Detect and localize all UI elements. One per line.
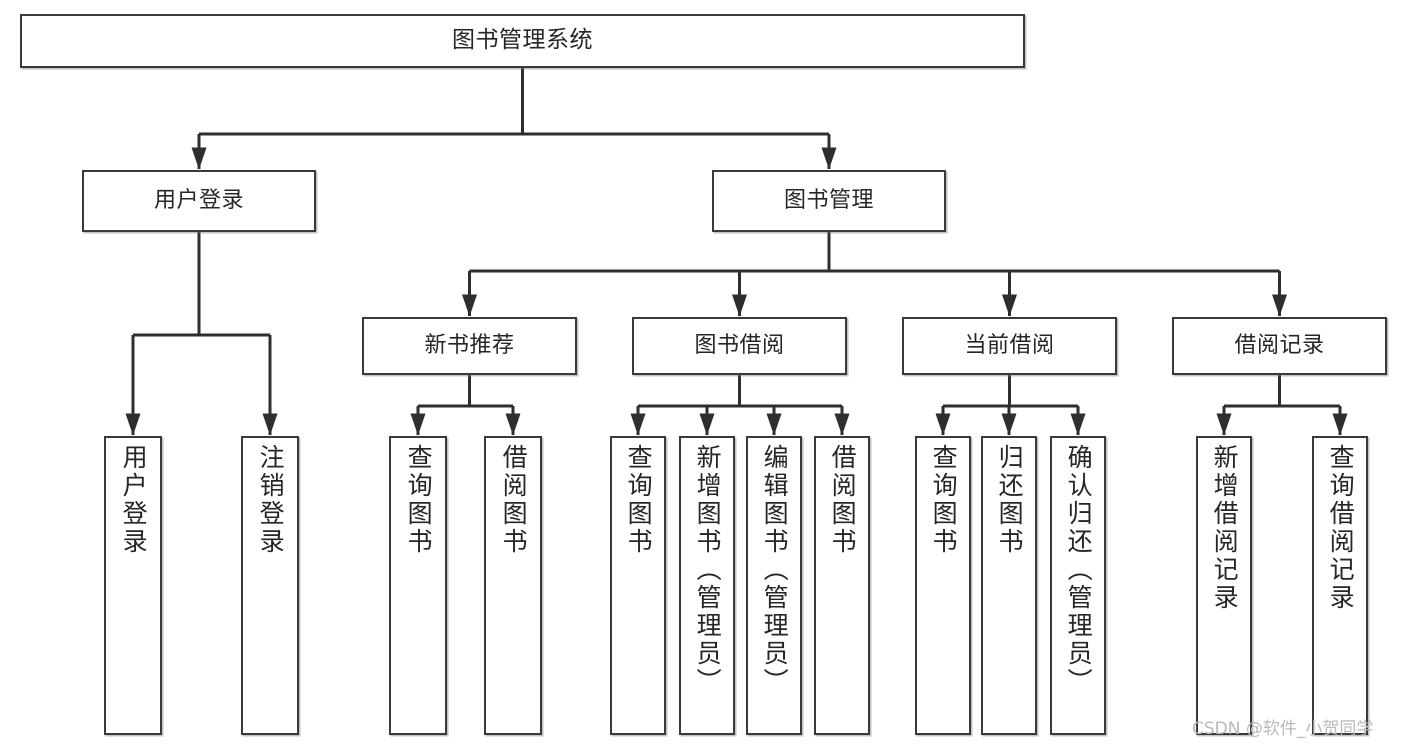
node-label: 新书推荐 bbox=[424, 332, 515, 358]
arrowhead bbox=[410, 413, 426, 436]
arrowhead bbox=[1001, 413, 1017, 436]
node-records[interactable]: 借阅记录 bbox=[1172, 317, 1387, 375]
node-l1[interactable]: 用户登录 bbox=[104, 436, 162, 735]
node-label: 注销登录 bbox=[256, 444, 286, 556]
node-root[interactable]: 图书管理系统 bbox=[20, 14, 1025, 68]
node-c3[interactable]: 确认归还（管理员） bbox=[1050, 436, 1106, 735]
arrowhead bbox=[766, 413, 782, 436]
arrowhead bbox=[262, 413, 278, 436]
arrowhead bbox=[630, 413, 646, 436]
arrowhead bbox=[732, 294, 747, 317]
node-label: 借阅图书 bbox=[499, 444, 529, 556]
arrowhead bbox=[834, 413, 850, 436]
arrowhead bbox=[821, 147, 837, 170]
arrowhead bbox=[191, 147, 207, 170]
node-label: 图书借阅 bbox=[694, 332, 785, 358]
node-label: 查询图书 bbox=[404, 444, 434, 556]
node-n1[interactable]: 查询图书 bbox=[389, 436, 447, 735]
node-label: 新增图书（管理员） bbox=[693, 444, 723, 696]
arrowhead bbox=[1216, 413, 1232, 436]
node-label: 查询图书 bbox=[929, 444, 959, 556]
node-label: 借阅记录 bbox=[1234, 332, 1325, 358]
node-l2[interactable]: 注销登录 bbox=[241, 436, 299, 735]
arrowhead bbox=[1272, 294, 1287, 317]
node-bookmgmt[interactable]: 图书管理 bbox=[712, 170, 946, 232]
node-c1[interactable]: 查询图书 bbox=[915, 436, 971, 735]
node-login[interactable]: 用户登录 bbox=[82, 170, 316, 232]
arrowhead bbox=[125, 413, 141, 436]
node-n2[interactable]: 借阅图书 bbox=[484, 436, 542, 735]
node-label: 借阅图书 bbox=[828, 444, 858, 556]
node-label: 用户登录 bbox=[153, 187, 244, 213]
node-b3[interactable]: 编辑图书（管理员） bbox=[746, 436, 802, 735]
node-label: 查询图书 bbox=[624, 444, 654, 556]
arrowhead bbox=[1332, 413, 1348, 436]
arrowhead bbox=[1002, 294, 1017, 317]
node-label: 归还图书 bbox=[995, 444, 1025, 556]
arrowhead bbox=[462, 294, 477, 317]
node-label: 图书管理系统 bbox=[452, 27, 593, 54]
node-borrow[interactable]: 图书借阅 bbox=[632, 317, 847, 375]
node-label: 图书管理 bbox=[783, 187, 874, 213]
arrowhead bbox=[935, 413, 951, 436]
node-current[interactable]: 当前借阅 bbox=[902, 317, 1117, 375]
arrowhead bbox=[505, 413, 521, 436]
node-c2[interactable]: 归还图书 bbox=[981, 436, 1037, 735]
arrowhead bbox=[1070, 413, 1086, 436]
arrowhead bbox=[699, 413, 715, 436]
node-r1[interactable]: 新增借阅记录 bbox=[1196, 436, 1252, 735]
node-b1[interactable]: 查询图书 bbox=[610, 436, 666, 735]
node-label: 当前借阅 bbox=[964, 332, 1055, 358]
node-newbook[interactable]: 新书推荐 bbox=[362, 317, 577, 375]
node-label: 用户登录 bbox=[119, 444, 149, 556]
node-b2[interactable]: 新增图书（管理员） bbox=[679, 436, 735, 735]
watermark: CSDN @软件_小贺同学 bbox=[1192, 719, 1374, 739]
node-r2[interactable]: 查询借阅记录 bbox=[1312, 436, 1368, 735]
node-label: 确认归还（管理员） bbox=[1064, 444, 1094, 696]
node-label: 查询借阅记录 bbox=[1326, 444, 1356, 612]
node-label: 新增借阅记录 bbox=[1210, 444, 1240, 612]
node-label: 编辑图书（管理员） bbox=[760, 444, 790, 696]
node-b4[interactable]: 借阅图书 bbox=[814, 436, 870, 735]
